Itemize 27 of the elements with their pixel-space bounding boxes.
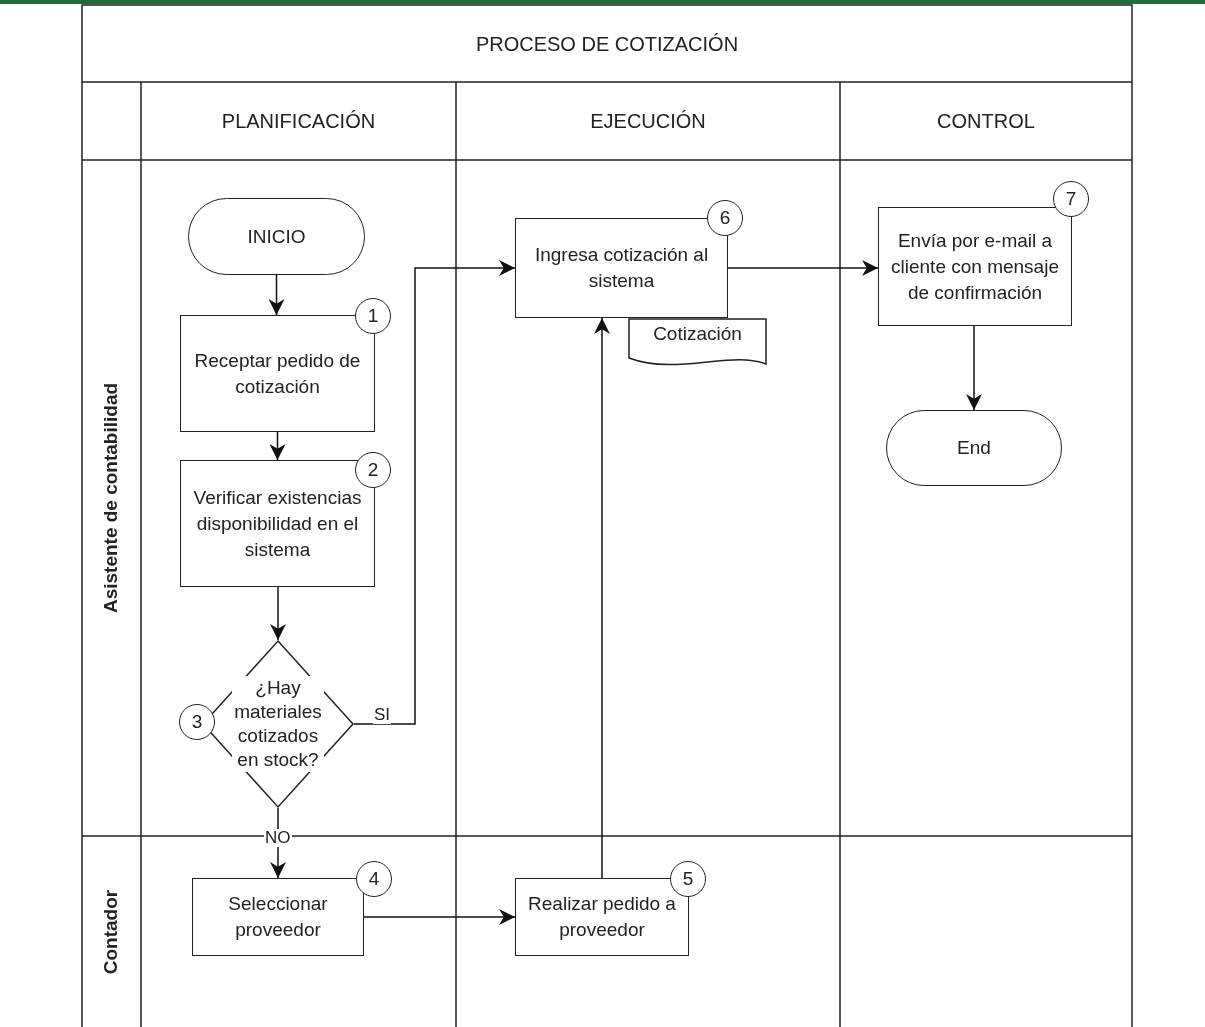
edge-label: NO [264,829,292,847]
process-box: Envía por e-mail a cliente con mensaje de confirmación [878,207,1072,326]
terminator-shape: End [886,410,1062,486]
step-number-circle: 6 [707,200,743,236]
column-header: PLANIFICACIÓN [141,82,456,160]
lane-title: Asistente de contabilidad [99,382,123,614]
edge-label: SI [373,706,392,724]
arrow [269,431,286,461]
step-number-circle: 5 [670,861,706,897]
step-number-circle: 7 [1053,181,1089,217]
step-number-circle: 1 [355,298,391,334]
column-header: EJECUCIÓN [456,82,840,160]
arrow [594,317,610,879]
column-header: CONTROL [840,82,1132,160]
diagram-title: PROCESO DE COTIZACIÓN [475,31,739,57]
arrow [270,586,286,641]
step-number-circle: 2 [355,452,391,488]
step-number-circle: 4 [356,861,392,897]
step-number-circle: 3 [179,704,215,740]
terminator-shape: INICIO [188,198,365,275]
arrow [727,260,879,276]
arrow [353,260,516,725]
process-box: Seleccionar proveedor [192,878,364,956]
arrow [363,909,516,925]
arrow [966,325,982,411]
lane-title: Contador [99,889,123,974]
arrow [268,274,285,316]
